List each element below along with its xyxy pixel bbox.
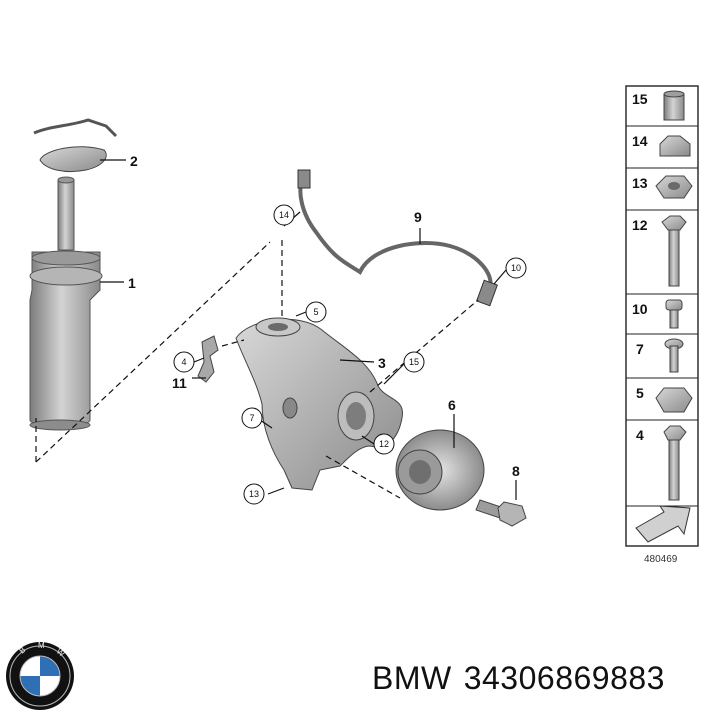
dashed-leaders	[35, 240, 479, 499]
panel-item-13: 13	[632, 175, 648, 191]
callout-8: 8	[512, 463, 520, 479]
figure-number: 480469	[644, 554, 678, 565]
callout-12-circled: 12	[379, 439, 389, 449]
panel-item-10: 10	[632, 301, 648, 317]
callout-13-circled: 13	[249, 489, 259, 499]
wheel-speed-sensor-cable	[297, 169, 498, 307]
part-number: 34306869883	[463, 660, 665, 696]
panel-item-15: 15	[632, 91, 648, 107]
circled-callouts	[173, 204, 527, 505]
svg-text:W: W	[55, 647, 67, 659]
panel-item-5: 5	[636, 385, 644, 401]
panel-item-4: 4	[636, 427, 644, 443]
panel-item-12: 12	[632, 217, 648, 233]
wheel-hub	[395, 429, 485, 511]
bmw-logo: B M W	[6, 641, 74, 710]
panel-item-7: 7	[636, 341, 644, 357]
parts-panel	[625, 85, 699, 547]
svg-text:M: M	[38, 641, 45, 650]
callout-3: 3	[378, 355, 386, 371]
steering-knuckle	[235, 317, 403, 491]
brand-name: BMW	[372, 660, 452, 696]
hub-bolt	[475, 499, 527, 527]
panel-item-14: 14	[632, 133, 648, 149]
callout-7-circled: 7	[249, 413, 254, 423]
callout-14-circled: 14	[279, 210, 289, 220]
callout-11: 11	[172, 375, 187, 391]
callout-4-circled: 4	[181, 357, 186, 367]
bracket	[197, 335, 219, 383]
callout-15-circled: 15	[409, 357, 419, 367]
callout-1: 1	[128, 275, 136, 291]
callout-5-circled: 5	[313, 307, 318, 317]
leader-lines	[100, 159, 517, 500]
callout-6: 6	[448, 397, 456, 413]
part-caption: BMW 34306869883	[372, 660, 677, 697]
callout-10-circled: 10	[511, 263, 521, 273]
shock-absorber	[29, 118, 118, 431]
svg-text:B: B	[18, 645, 28, 655]
callout-2: 2	[130, 153, 138, 169]
callout-9: 9	[414, 209, 422, 225]
